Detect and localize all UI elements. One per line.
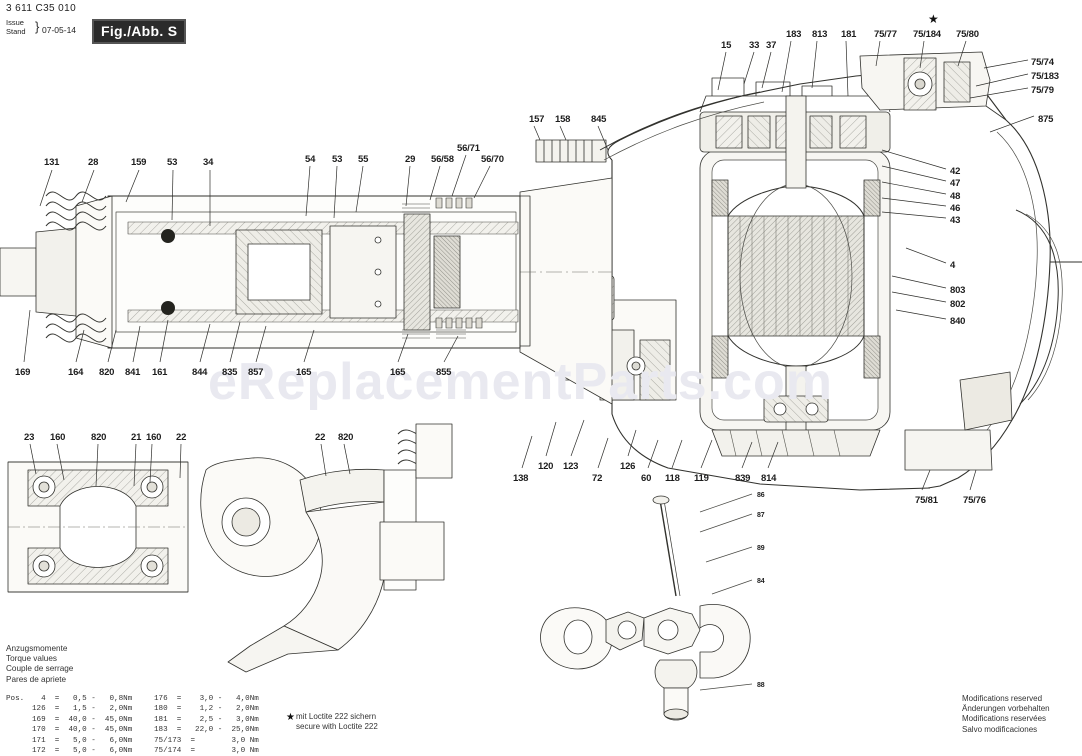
part-number: 3 611 C35 010 bbox=[6, 3, 77, 14]
callout-123: 123 bbox=[563, 461, 579, 472]
callout-75-79: 75/79 bbox=[1031, 85, 1054, 96]
callout-37: 37 bbox=[766, 40, 777, 51]
star-marker-icon: ★ bbox=[928, 12, 939, 26]
figure-badge: Fig./Abb. S bbox=[92, 19, 187, 44]
callout-119: 119 bbox=[694, 473, 709, 484]
callout-55: 55 bbox=[358, 154, 369, 165]
callout-841: 841 bbox=[125, 367, 141, 378]
torque-title-es: Pares de apriete bbox=[6, 674, 67, 684]
callout-131: 131 bbox=[44, 157, 60, 168]
callout-118: 118 bbox=[665, 473, 680, 484]
callout-34: 34 bbox=[203, 157, 214, 168]
callout-46: 46 bbox=[950, 203, 961, 214]
callout-835: 835 bbox=[222, 367, 238, 378]
callout-126: 126 bbox=[620, 461, 636, 472]
issue-label: Issue bbox=[6, 18, 24, 27]
callout-88: 88 bbox=[757, 682, 765, 689]
callout-43: 43 bbox=[950, 215, 961, 226]
callout-60: 60 bbox=[641, 473, 652, 484]
callout-857: 857 bbox=[248, 367, 264, 378]
callout-29: 29 bbox=[405, 154, 416, 165]
callout-169: 169 bbox=[15, 367, 31, 378]
callout-86: 86 bbox=[757, 492, 765, 499]
callout-120: 120 bbox=[538, 461, 554, 472]
callout-54: 54 bbox=[305, 154, 316, 165]
torque-title-de: Anzugsmomente bbox=[6, 644, 68, 653]
modifications-es: Salvo modificaciones bbox=[962, 724, 1038, 734]
callout-159: 159 bbox=[131, 157, 147, 168]
callout-15: 15 bbox=[721, 40, 732, 51]
callout-75-81: 75/81 bbox=[915, 495, 938, 506]
callout-802: 802 bbox=[950, 299, 966, 310]
callout-820: 820 bbox=[91, 432, 107, 443]
callout-28: 28 bbox=[88, 157, 99, 168]
callout-21: 21 bbox=[131, 432, 142, 443]
torque-column-right: 176 = 3,0 - 4,0Nm 180 = 1,2 - 2,0Nm 181 … bbox=[154, 695, 259, 756]
callout-160: 160 bbox=[50, 432, 66, 443]
loctite-note: ★ mit Loctite 222 sichern secure with Lo… bbox=[286, 712, 378, 732]
callout-839: 839 bbox=[735, 473, 751, 484]
star-icon: ★ bbox=[286, 712, 295, 723]
callout-158: 158 bbox=[555, 114, 571, 125]
callout-875: 875 bbox=[1038, 114, 1054, 125]
callout-48: 48 bbox=[950, 191, 961, 202]
callout-164: 164 bbox=[68, 367, 84, 378]
callout-75-184: 75/184 bbox=[913, 29, 941, 40]
callout-813: 813 bbox=[812, 29, 828, 40]
callout-160: 160 bbox=[146, 432, 162, 443]
callout-56-71: 56/71 bbox=[457, 143, 480, 154]
callout-75-77: 75/77 bbox=[874, 29, 897, 40]
watermark: eReplacementParts.com bbox=[208, 353, 834, 411]
modifications-note: Modifications reserved Änderungen vorbeh… bbox=[962, 694, 1050, 735]
callout-161: 161 bbox=[152, 367, 168, 378]
callout-165: 165 bbox=[390, 367, 406, 378]
callout-4: 4 bbox=[950, 260, 956, 271]
torque-pos-label: Pos. bbox=[6, 695, 25, 703]
torque-title-en: Torque values bbox=[6, 654, 57, 664]
callout-157: 157 bbox=[529, 114, 545, 125]
callout-22: 22 bbox=[315, 432, 326, 443]
callout-47: 47 bbox=[950, 178, 961, 189]
torque-titles: Anzugsmomente Torque values Couple de se… bbox=[6, 644, 73, 685]
issue-date: 07-05-14 bbox=[42, 25, 77, 35]
callout-33: 33 bbox=[749, 40, 760, 51]
torque-column-left: 4 = 0,5 - 0,8Nm 126 = 1,5 - 2,0Nm 169 = … bbox=[32, 695, 133, 756]
callout-840: 840 bbox=[950, 316, 966, 327]
callout-183: 183 bbox=[786, 29, 802, 40]
loctite-note-de: mit Loctite 222 sichern bbox=[296, 712, 377, 721]
callout-87: 87 bbox=[757, 512, 765, 519]
modifications-fr: Modifications reservées bbox=[962, 714, 1047, 724]
callout-84: 84 bbox=[757, 578, 765, 585]
callout-42: 42 bbox=[950, 166, 961, 177]
callout-803: 803 bbox=[950, 285, 966, 296]
callout-165: 165 bbox=[296, 367, 312, 378]
callout-53: 53 bbox=[332, 154, 343, 165]
callout-820: 820 bbox=[99, 367, 115, 378]
loctite-note-en: secure with Loctite 222 bbox=[296, 722, 378, 731]
callout-89: 89 bbox=[757, 545, 765, 552]
callout-814: 814 bbox=[761, 473, 777, 484]
torque-title-fr: Couple de serrage bbox=[6, 664, 74, 674]
issue-stand-label: Issue Stand bbox=[6, 18, 26, 36]
callout-22: 22 bbox=[176, 432, 187, 443]
brace-glyph: } bbox=[35, 19, 40, 34]
callout-75-80: 75/80 bbox=[956, 29, 979, 40]
callout-75-76: 75/76 bbox=[963, 495, 986, 506]
callout-53: 53 bbox=[167, 157, 178, 168]
callout-56-58: 56/58 bbox=[431, 154, 454, 165]
callout-75-74: 75/74 bbox=[1031, 57, 1054, 68]
modifications-en: Modifications reserved bbox=[962, 694, 1043, 703]
callout-138: 138 bbox=[513, 473, 529, 484]
callout-72: 72 bbox=[592, 473, 603, 484]
callout-855: 855 bbox=[436, 367, 452, 378]
callout-56-70: 56/70 bbox=[481, 154, 504, 165]
callout-820: 820 bbox=[338, 432, 354, 443]
modifications-de: Änderungen vorbehalten bbox=[962, 704, 1050, 714]
callout-75-183: 75/183 bbox=[1031, 71, 1059, 82]
callout-181: 181 bbox=[841, 29, 857, 40]
callout-845: 845 bbox=[591, 114, 607, 125]
stand-label: Stand bbox=[6, 26, 26, 36]
callout-844: 844 bbox=[192, 367, 208, 378]
callout-23: 23 bbox=[24, 432, 35, 443]
